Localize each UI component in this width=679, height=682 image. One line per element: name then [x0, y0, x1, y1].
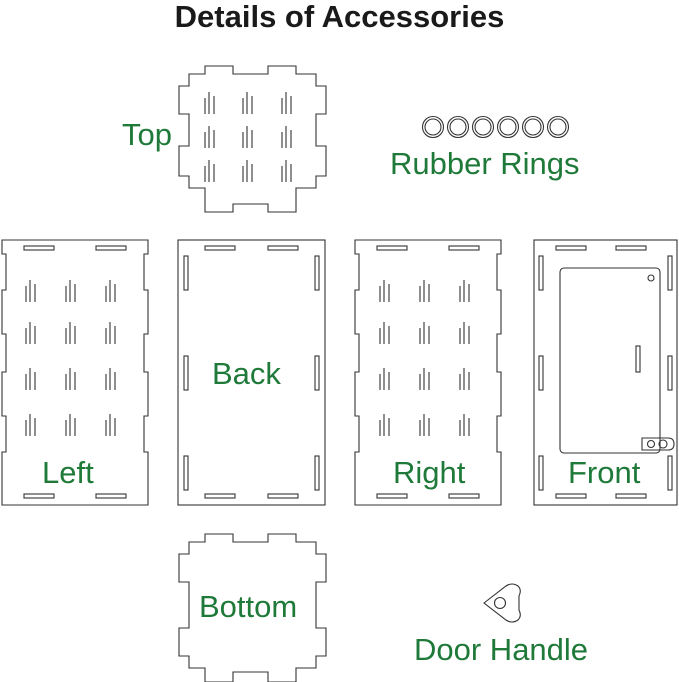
edge-slot — [667, 355, 673, 391]
edge-slot — [95, 245, 127, 251]
edge-slot — [23, 493, 55, 499]
left-panel — [1, 239, 149, 506]
edge-slot — [267, 493, 299, 499]
rubber-ring-inner — [449, 118, 467, 136]
rubber-ring-inner — [474, 118, 492, 136]
back-panel — [177, 239, 326, 506]
edge-slot — [667, 255, 673, 291]
edge-slot — [267, 245, 299, 251]
edge-slot — [448, 493, 480, 499]
right-panel-slots — [376, 245, 480, 499]
label-back: Back — [212, 356, 281, 391]
rubber-ring — [521, 115, 545, 139]
right-panel — [354, 239, 502, 506]
edge-slot — [204, 493, 236, 499]
label-left: Left — [42, 455, 94, 490]
rubber-ring — [446, 115, 470, 139]
edge-slot — [667, 455, 673, 491]
rubber-ring-inner — [424, 118, 442, 136]
door-handle-outline — [483, 583, 521, 623]
edge-slot — [538, 255, 544, 291]
edge-slot — [555, 493, 587, 499]
bottom-panel — [178, 533, 327, 682]
edge-slot — [23, 245, 55, 251]
rubber-ring — [546, 115, 570, 139]
front-panel-outline — [533, 239, 678, 506]
edge-slot — [448, 245, 480, 251]
rubber-rings — [421, 115, 570, 139]
top-panel-slots — [204, 92, 292, 182]
front-panel — [533, 239, 678, 506]
bottom-panel-outline — [178, 533, 327, 682]
label-rubber-rings: Rubber Rings — [390, 146, 580, 181]
door-hinge-hole — [647, 274, 655, 282]
back-panel-outline — [177, 239, 326, 506]
edge-slot — [183, 455, 189, 491]
label-bottom: Bottom — [199, 589, 298, 624]
rubber-ring-inner — [549, 118, 567, 136]
rubber-ring-inner — [524, 118, 542, 136]
top-panel — [178, 65, 327, 213]
rubber-ring — [496, 115, 520, 139]
door-handle-hole — [493, 596, 507, 610]
edge-slot — [538, 455, 544, 491]
door-handle-part — [483, 583, 521, 623]
label-door-handle: Door Handle — [414, 632, 589, 667]
edge-slot — [314, 355, 320, 391]
edge-slot — [376, 245, 408, 251]
edge-slot — [538, 355, 544, 391]
edge-slot — [314, 255, 320, 291]
diagram-title: Details of Accessories — [174, 0, 505, 34]
rubber-ring — [421, 115, 445, 139]
left-panel-slots — [23, 245, 127, 499]
edge-slot — [183, 255, 189, 291]
edge-slot — [615, 245, 647, 251]
label-front: Front — [568, 455, 641, 490]
edge-slot — [555, 245, 587, 251]
edge-slot — [314, 455, 320, 491]
left-panel-outline — [1, 239, 149, 506]
handle-hole-a — [646, 439, 656, 449]
back-panel-slots — [183, 245, 320, 499]
edge-slot — [615, 493, 647, 499]
label-top: Top — [122, 117, 172, 152]
edge-slot — [95, 493, 127, 499]
edge-slot — [376, 493, 408, 499]
top-panel-outline — [178, 65, 327, 213]
handle-hole-b — [658, 439, 668, 449]
edge-slot — [183, 355, 189, 391]
front-door — [559, 267, 661, 454]
rubber-ring-inner — [499, 118, 517, 136]
door-handle-mounted — [641, 437, 675, 451]
label-right: Right — [393, 455, 466, 490]
right-panel-outline — [354, 239, 502, 506]
front-panel-slots — [538, 245, 673, 499]
rubber-ring — [471, 115, 495, 139]
edge-slot — [204, 245, 236, 251]
door-slot — [635, 345, 641, 373]
